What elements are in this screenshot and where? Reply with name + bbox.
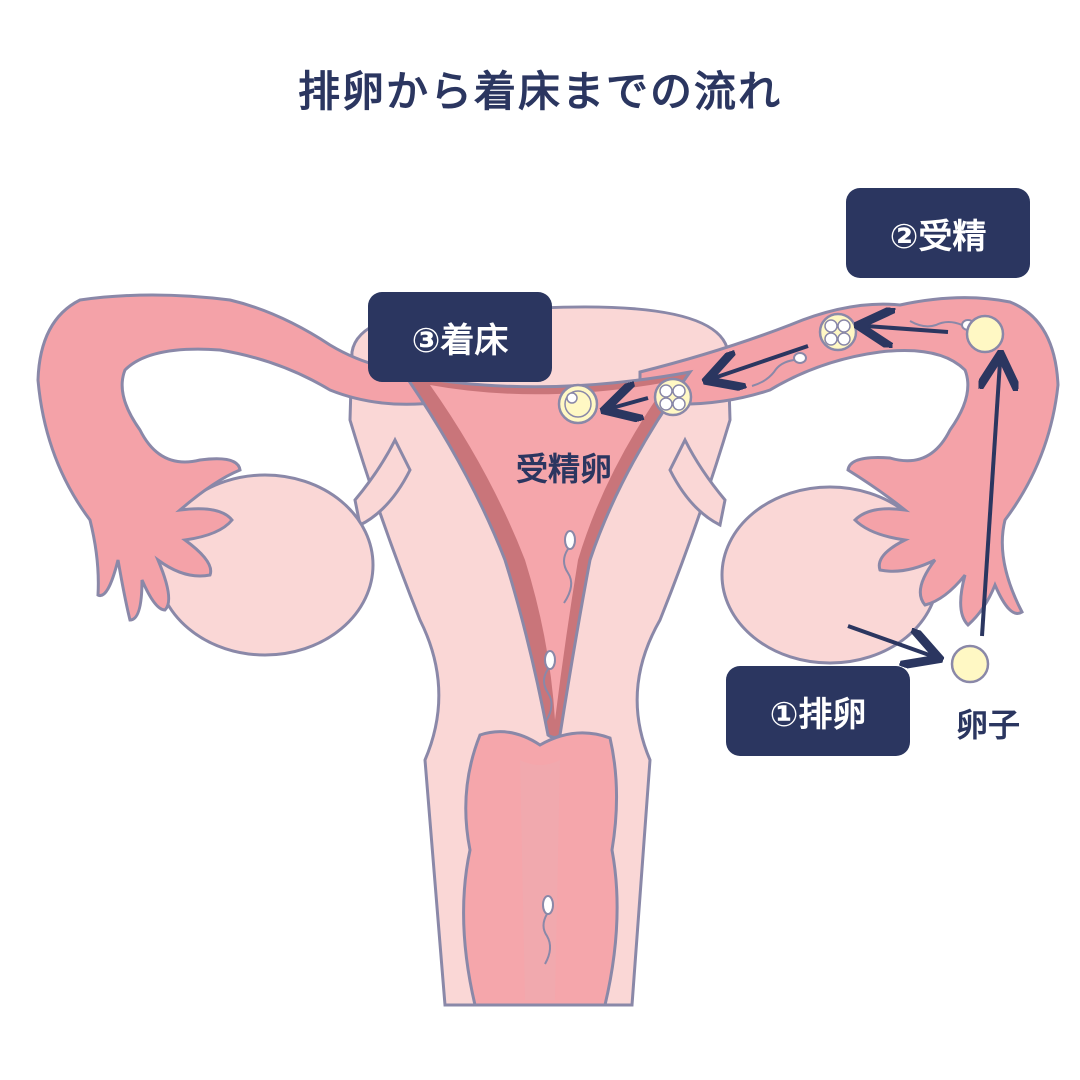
step-badge-implantation: ③着床 (368, 292, 552, 382)
right-ovarian-ligament (668, 436, 727, 528)
morula-1 (818, 312, 858, 352)
blastocyst (557, 383, 599, 425)
uterine-cavity-inner (430, 382, 668, 720)
step-label: ③着床 (411, 320, 509, 361)
arrow-ovulation (847, 624, 932, 656)
released-egg (950, 644, 990, 684)
egg-label: 卵子 (956, 706, 1021, 744)
egg-in-tube (965, 314, 1005, 354)
step-badge-ovulation: ①排卵 (726, 666, 910, 756)
sperm-icon (563, 530, 576, 604)
page-title: 排卵から着床までの流れ (297, 67, 782, 116)
arrow-egg-up (982, 362, 1000, 637)
arrow-to-fertilization (866, 326, 949, 332)
step-label: ①排卵 (769, 694, 867, 735)
left-ovarian-ligament (353, 436, 412, 528)
sperm-icon (751, 352, 807, 387)
arrow-through-tube (714, 344, 809, 378)
left-fallopian-tube (36, 293, 442, 622)
step-badge-fertilization: ②受精 (846, 188, 1030, 278)
arrow-to-implantation (612, 398, 649, 408)
fertilized-egg-label: 受精卵 (516, 450, 613, 488)
sperm-icon (543, 650, 556, 722)
morula-2 (653, 377, 693, 417)
arrows (612, 326, 1000, 656)
vaginal-canal (520, 760, 560, 1000)
step-label: ②受精 (889, 216, 987, 257)
sperm-icon (542, 895, 554, 965)
